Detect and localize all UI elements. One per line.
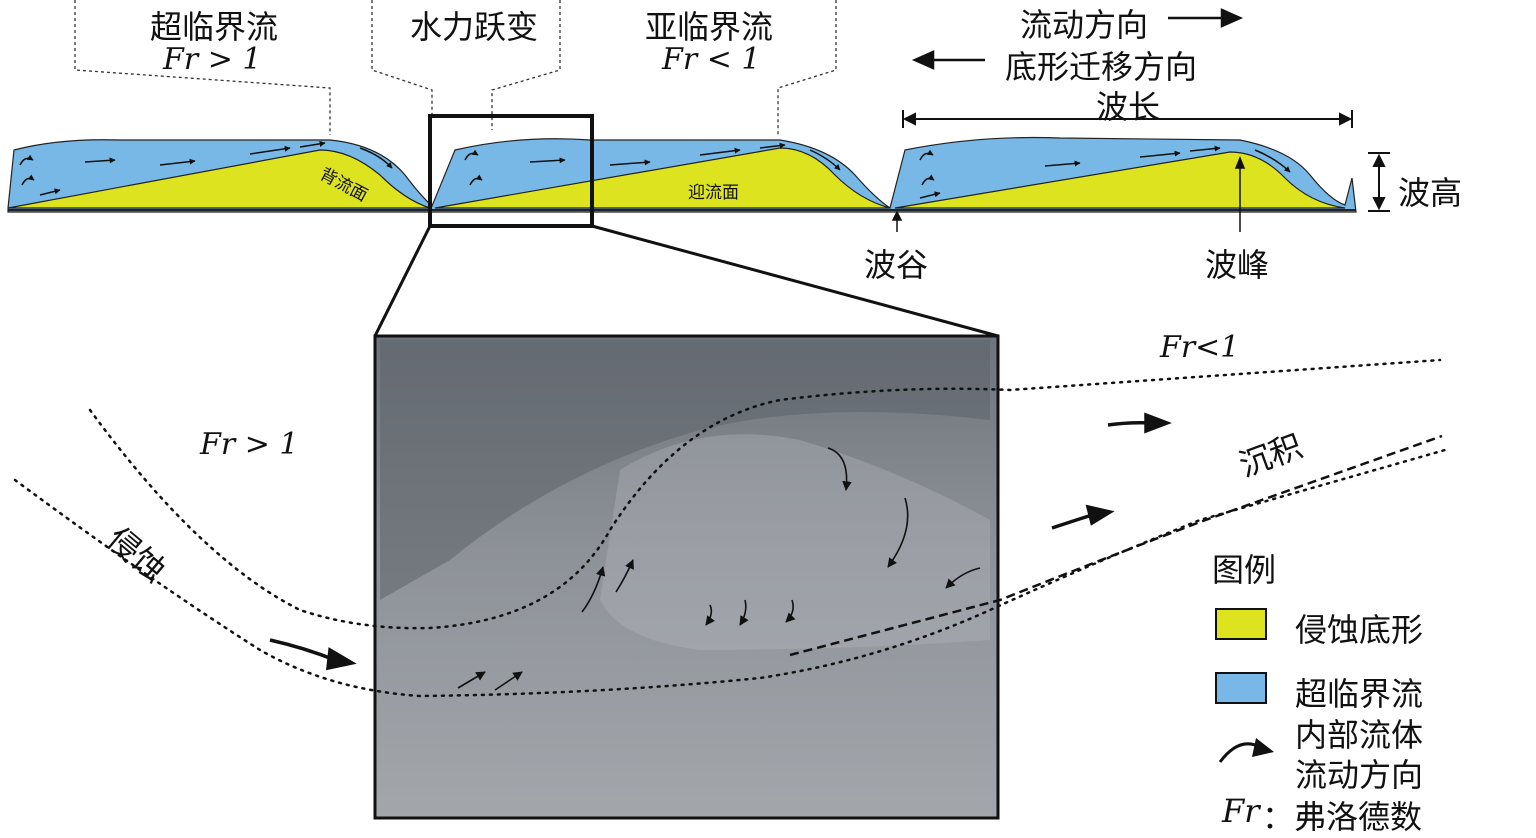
supercritical-fr: Fr > 1 [163, 42, 262, 77]
bedform-1 [7, 149, 431, 209]
bedform-migration-label: 底形迁移方向 [1005, 48, 1198, 86]
legend-item-flow: 超临界流 [1295, 675, 1424, 713]
legend-arrow-icon [1218, 738, 1274, 763]
bedform-3 [894, 151, 1346, 209]
bedform-2 [434, 147, 891, 209]
legend-swatch-flow [1215, 672, 1267, 704]
lee-side-label: 迎流面 [688, 183, 739, 203]
wave-profile [7, 136, 1357, 213]
legend-item-erosion: 侵蚀底形 [1295, 611, 1424, 649]
flow-direction-label: 流动方向 [1020, 6, 1149, 44]
legend-fr-key: Fr [1222, 792, 1260, 830]
fr-super-label: Fr > 1 [200, 427, 299, 462]
wave-height-bar [1368, 152, 1390, 212]
legend-arrow-label-1: 内部流体 [1295, 716, 1424, 754]
flow-boundaries [13, 358, 1447, 698]
trough-label: 波谷 [864, 246, 929, 284]
flow-arrows-top [19, 140, 1291, 199]
fr-sub-label: Fr<1 [1160, 330, 1240, 365]
legend-swatch-erosion [1215, 608, 1267, 640]
deposition-line [789, 434, 1443, 657]
legend-fr-desc: ：弗洛德数 [1262, 798, 1423, 836]
crest-label: 波峰 [1205, 246, 1270, 284]
subcritical-title: 亚临界流 [645, 8, 774, 46]
legend-arrow-label-2: 流动方向 [1295, 756, 1424, 794]
legend-title: 图例 [1212, 551, 1277, 589]
wave-height-label: 波高 [1398, 174, 1463, 212]
bold-flow-arrows [269, 412, 1172, 671]
zoom-box [428, 114, 594, 228]
supercritical-title: 超临界流 [150, 8, 279, 46]
subcritical-fr: Fr < 1 [662, 42, 761, 77]
hydraulic-jump-title: 水力跃变 [410, 8, 539, 46]
wavelength-bar [902, 110, 1353, 128]
region-brackets [74, 0, 837, 135]
direction-arrows [911, 8, 1244, 70]
wavelength-label: 波长 [1096, 88, 1161, 126]
trough-crest-pointers [891, 155, 1246, 232]
internal-flow-arrows [457, 447, 981, 691]
